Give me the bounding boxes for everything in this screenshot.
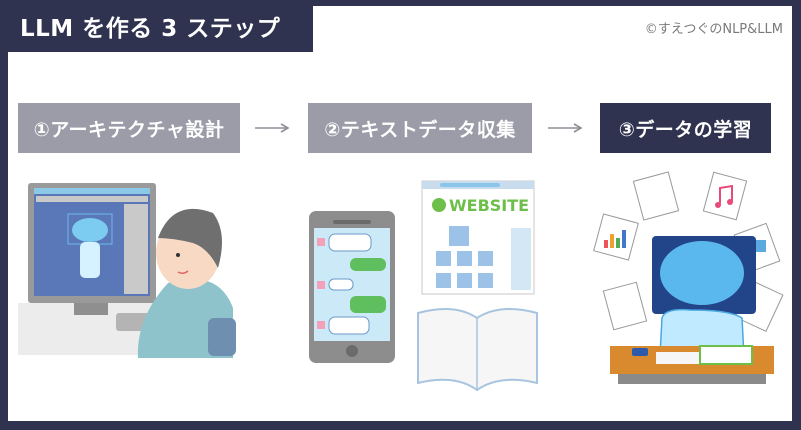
step-3-data-training: ③データの学習 (600, 103, 771, 153)
music-note-icon (702, 171, 748, 221)
document-icon (632, 171, 680, 221)
smartphone-icon (309, 211, 395, 363)
step-1-architecture-design: ①アーキテクチャ設計 (18, 103, 240, 153)
step-2-text-data-collection: ②テキストデータ収集 (308, 103, 532, 153)
open-book-icon (417, 308, 538, 392)
chair (208, 318, 236, 356)
monitor-icon (28, 183, 156, 315)
website-logo-text: WEBSITE (449, 196, 529, 215)
person-at-computer-illustration (18, 183, 236, 358)
data-sources-illustration: WEBSITE (309, 180, 538, 392)
ai-studying-illustration (593, 171, 784, 384)
desk-icon (610, 345, 774, 384)
credit-text: ©すえつぐのNLP&LLM (644, 22, 783, 37)
website-icon: WEBSITE (421, 180, 535, 295)
brain-icon (660, 241, 744, 305)
arrow-right-icon (255, 123, 290, 133)
person-icon (137, 208, 236, 358)
arrow-right-icon (548, 123, 583, 133)
brain-icon (72, 218, 108, 242)
page-title: LLM を作る 3 ステップ (0, 0, 313, 52)
film-document-icon (602, 281, 648, 331)
chart-document-icon (593, 213, 639, 261)
ai-brain-robot-icon (652, 236, 756, 357)
